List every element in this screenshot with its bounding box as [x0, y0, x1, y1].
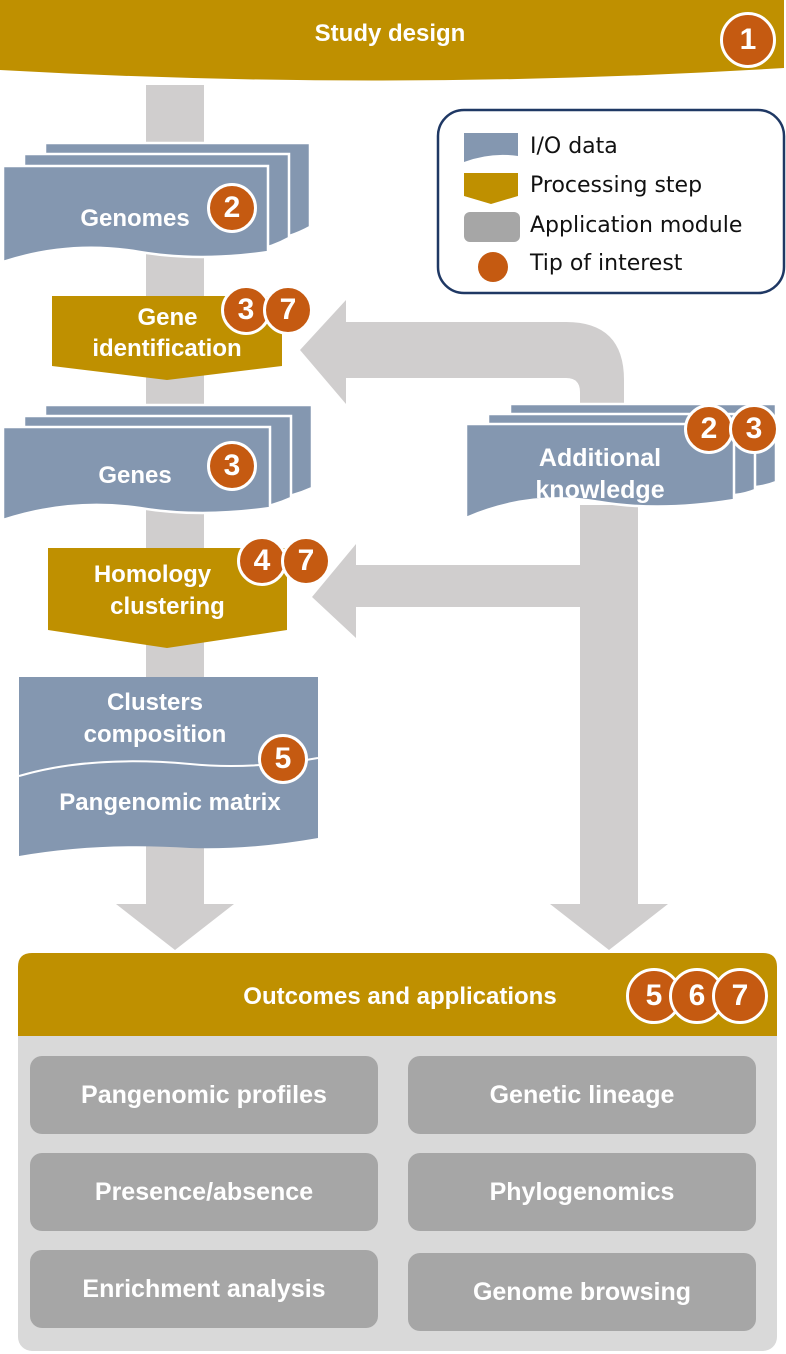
- pangenomic-matrix-doc: [19, 758, 318, 856]
- genomes-label: Genomes: [80, 205, 190, 232]
- legend-processing-swatch: [464, 173, 518, 204]
- legend-application-label: Application module: [530, 213, 743, 238]
- app-pangenomic-profiles: Pangenomic profiles: [30, 1056, 378, 1134]
- tip-badge: 7: [712, 968, 768, 1024]
- homology-clustering-label-line2: clustering: [110, 593, 225, 620]
- clusters-composition-label-line1: Clusters: [106, 689, 204, 716]
- homology-clustering-step: [48, 548, 287, 648]
- gene-identification-label-line1: Gene: [137, 304, 198, 331]
- legend-processing-label: Processing step: [530, 173, 703, 198]
- additional-knowledge-label-line2: knowledge: [535, 476, 665, 504]
- legend-box: [436, 108, 786, 295]
- tip-badge: 3: [729, 404, 779, 454]
- tip-badge: 4: [237, 536, 287, 586]
- flow-arrow-to-gene-identification: [300, 300, 624, 410]
- tip-badge: 1: [720, 12, 776, 68]
- gene-identification-label-line2: identification: [92, 335, 242, 362]
- tip-badge: 3: [207, 441, 257, 491]
- additional-knowledge-label-line1: Additional: [538, 444, 662, 472]
- legend-io-label: I/O data: [530, 134, 618, 159]
- tip-badge: 3: [221, 285, 271, 335]
- legend-application-swatch: [464, 212, 520, 242]
- study-design-banner: [0, 0, 784, 81]
- study-design-title: Study design: [314, 20, 466, 47]
- genes-doc-stack: [1, 403, 314, 522]
- tip-badge: 5: [258, 734, 308, 784]
- genes-label: Genes: [98, 462, 172, 489]
- legend-tip-label: Tip of interest: [530, 251, 683, 276]
- genomes-doc-stack: [1, 141, 312, 264]
- flow-arrowhead-right: [550, 904, 668, 950]
- legend-io-swatch: [464, 133, 518, 162]
- flow-arrow-to-homology: [312, 544, 582, 638]
- clusters-composition-label-line2: composition: [83, 721, 227, 748]
- legend-tip-swatch: [478, 252, 508, 282]
- app-genome-browsing: Genome browsing: [408, 1253, 756, 1331]
- homology-clustering-label-line1: Homology: [93, 561, 212, 588]
- app-presence-absence: Presence/absence: [30, 1153, 378, 1231]
- tip-badge: 2: [207, 183, 257, 233]
- flow-arrowhead-left: [116, 904, 234, 950]
- flow-trunk-right: [580, 505, 638, 905]
- clusters-composition-doc: [19, 677, 318, 776]
- tip-badge: 7: [263, 285, 313, 335]
- pangenomic-matrix-label: Pangenomic matrix: [59, 789, 281, 816]
- app-genetic-lineage: Genetic lineage: [408, 1056, 756, 1134]
- outcomes-header: [18, 953, 777, 1036]
- outcomes-title: Outcomes and applications: [243, 983, 557, 1010]
- app-enrichment-analysis: Enrichment analysis: [30, 1250, 378, 1328]
- tip-badge: 7: [281, 536, 331, 586]
- tip-badge: 2: [684, 404, 734, 454]
- app-phylogenomics: Phylogenomics: [408, 1153, 756, 1231]
